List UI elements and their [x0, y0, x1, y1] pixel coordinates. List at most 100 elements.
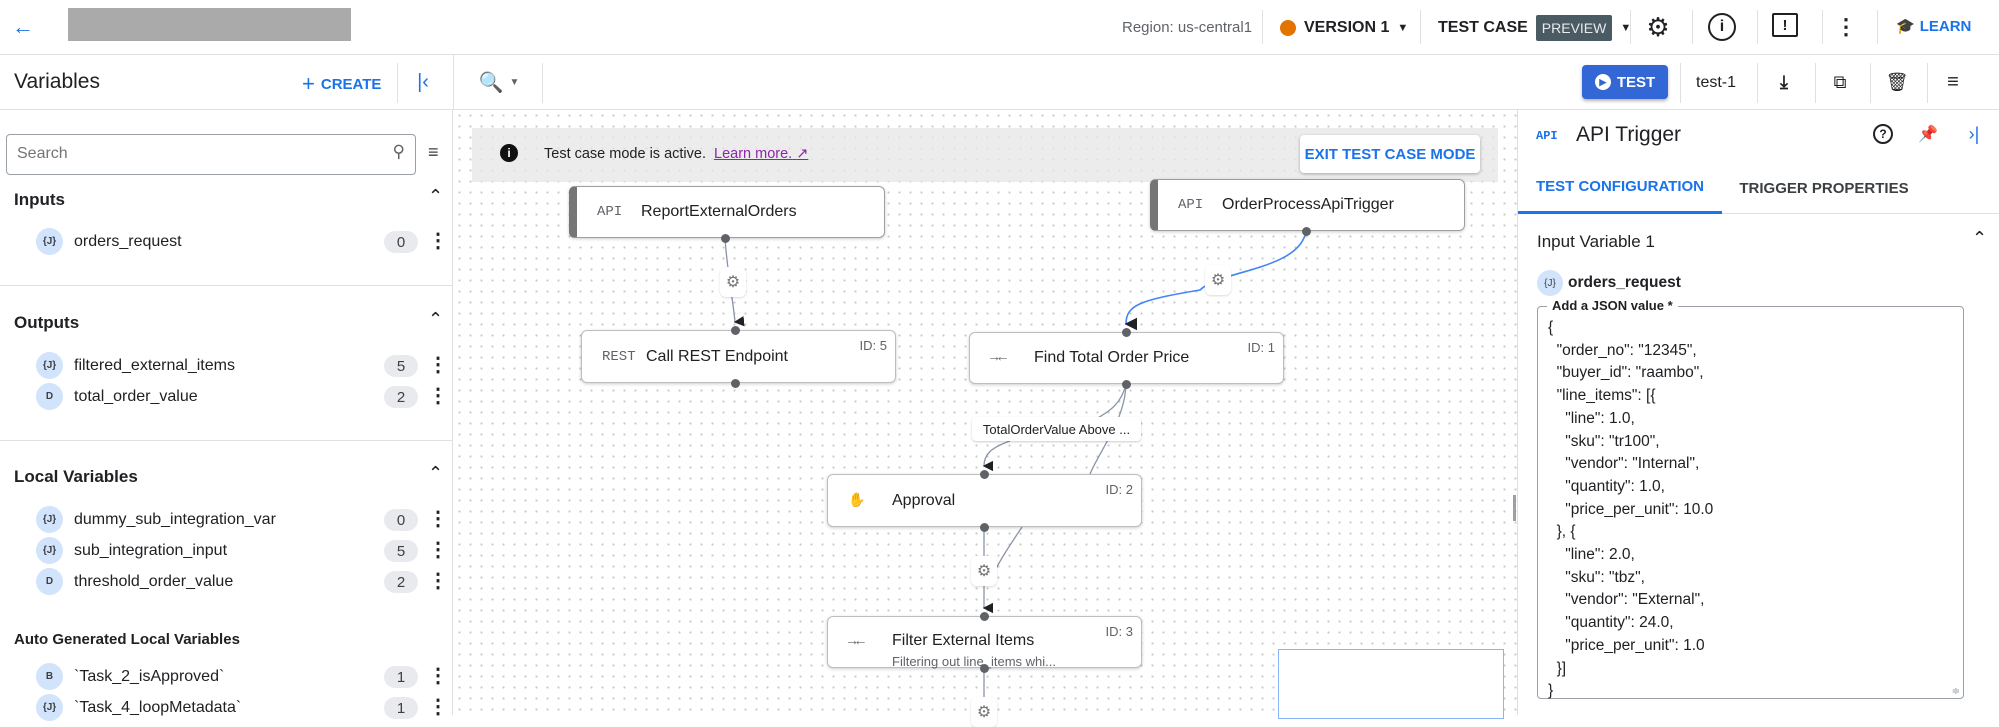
info-icon: i: [500, 144, 518, 162]
create-label: CREATE: [320, 75, 382, 93]
section-header[interactable]: Local Variables: [14, 467, 138, 486]
connector-point[interactable]: [1122, 380, 1131, 389]
test-case-name[interactable]: test-1: [1696, 74, 1737, 91]
chevron-up-icon[interactable]: ⌃: [428, 309, 444, 329]
feedback-icon[interactable]: !: [1772, 13, 1798, 37]
zoom-in-icon: 🔍: [478, 71, 504, 94]
variable-item[interactable]: {J} dummy_sub_integration_var 0 ⋮: [36, 506, 448, 534]
type-badge: {J}: [36, 228, 63, 255]
tab-trigger-properties[interactable]: TRIGGER PROPERTIES: [1739, 179, 1909, 197]
flow-node[interactable]: API ReportExternalOrders: [569, 186, 885, 238]
more-vert-icon[interactable]: ⋮: [428, 570, 448, 592]
learn-more-link[interactable]: Learn more. ↗: [714, 146, 808, 162]
connector-point[interactable]: [980, 470, 989, 479]
more-vert-icon[interactable]: ⋮: [428, 696, 448, 718]
more-vert-icon[interactable]: ⋮: [428, 539, 448, 561]
gear-icon[interactable]: ⚙: [720, 267, 746, 297]
variable-name: total_order_value: [74, 388, 198, 405]
flow-node[interactable]: ✋ Approval ID: 2: [827, 474, 1142, 527]
variable-item[interactable]: {J} orders_request 0 ⋮: [36, 228, 448, 256]
type-badge: {J}: [36, 537, 63, 564]
node-id: ID: 3: [1105, 624, 1133, 639]
create-variable-button[interactable]: + CREATE: [302, 71, 381, 97]
resize-handle-icon[interactable]: ≑: [1951, 686, 1960, 697]
gear-icon[interactable]: ⚙: [1646, 11, 1670, 42]
usage-count: 5: [384, 355, 418, 377]
edge-condition-label[interactable]: TotalOrderValue Above ...: [972, 417, 1141, 441]
delete-icon[interactable]: 🗑: [1885, 71, 1909, 92]
variable-item[interactable]: {J} `Task_4_loopMetadata` 1 ⋮: [36, 694, 448, 722]
search-icon[interactable]: ⚲: [392, 142, 405, 161]
help-icon[interactable]: ?: [1873, 124, 1893, 144]
type-badge: D: [36, 383, 63, 410]
connector-point[interactable]: [980, 664, 989, 673]
list-menu-icon[interactable]: ≡: [1947, 70, 1959, 93]
json-value-text[interactable]: { "order_no": "12345", "buyer_id": "raam…: [1548, 319, 1714, 700]
exit-test-case-mode-button[interactable]: EXIT TEST CASE MODE: [1300, 135, 1480, 173]
connector-point[interactable]: [1302, 227, 1311, 236]
tab-test-configuration[interactable]: TEST CONFIGURATION: [1518, 162, 1722, 214]
section-title: Input Variable 1: [1537, 232, 1655, 251]
filter-sort-icon[interactable]: ≡: [428, 142, 439, 162]
variable-name: threshold_order_value: [74, 573, 234, 590]
more-vert-icon[interactable]: ⋮: [428, 385, 448, 407]
flow-node[interactable]: →← Filter External Items Filtering out l…: [827, 616, 1142, 669]
json-field-label: Add a JSON value *: [1547, 298, 1678, 313]
variable-name: orders_request: [74, 233, 182, 250]
close-panel-icon[interactable]: ›|: [1968, 123, 1980, 144]
flow-node[interactable]: API OrderProcessApiTrigger: [1150, 179, 1465, 231]
chevron-up-icon[interactable]: ⌃: [428, 463, 444, 483]
variable-item[interactable]: B `Task_2_isApproved` 1 ⋮: [36, 663, 448, 691]
learn-more-label: Learn more.: [714, 146, 793, 162]
rest-icon: REST: [602, 348, 636, 365]
connector-point[interactable]: [980, 612, 989, 621]
download-icon[interactable]: ⤓: [1780, 71, 1788, 92]
variable-name: filtered_external_items: [74, 357, 235, 374]
section-header[interactable]: Outputs: [14, 313, 80, 332]
connector-point[interactable]: [1122, 328, 1131, 337]
variables-title: Variables: [14, 70, 100, 93]
zoom-dropdown[interactable]: 🔍▼: [474, 67, 524, 97]
copy-icon[interactable]: ⧉: [1833, 71, 1847, 92]
chevron-up-icon[interactable]: ⌃: [1972, 228, 1988, 248]
node-title: Filter External Items: [892, 632, 1035, 649]
test-button[interactable]: ▶ TEST: [1582, 65, 1668, 99]
variable-name: sub_integration_input: [74, 542, 228, 559]
variable-item[interactable]: D threshold_order_value 2 ⋮: [36, 568, 448, 596]
variable-item[interactable]: {J} filtered_external_items 5 ⋮: [36, 352, 448, 380]
version-dropdown[interactable]: VERSION 1 ▼: [1280, 14, 1408, 42]
learn-button[interactable]: 🎓 LEARN: [1896, 17, 1971, 36]
info-icon[interactable]: i: [1708, 13, 1736, 41]
gear-icon[interactable]: ⚙: [971, 556, 997, 586]
json-value-textarea[interactable]: { "order_no": "12345", "buyer_id": "raam…: [1537, 306, 1964, 699]
gear-icon[interactable]: ⚙: [1205, 265, 1231, 295]
variable-item[interactable]: D total_order_value 2 ⋮: [36, 383, 448, 411]
chevron-up-icon[interactable]: ⌃: [428, 186, 444, 206]
test-label: TEST: [1616, 73, 1656, 91]
test-case-dropdown[interactable]: TEST CASE PREVIEW ▼: [1438, 13, 1631, 43]
panel-resize-handle[interactable]: [1513, 495, 1516, 521]
api-icon: API: [597, 204, 623, 220]
flow-node[interactable]: REST Call REST Endpoint ID: 5: [581, 330, 896, 383]
more-vert-icon[interactable]: ⋮: [428, 665, 448, 687]
section-header[interactable]: Inputs: [14, 190, 65, 209]
connector-point[interactable]: [980, 523, 989, 532]
flow-node[interactable]: →← Find Total Order Price ID: 1: [969, 332, 1284, 384]
connector-point[interactable]: [731, 326, 740, 335]
connector-point[interactable]: [731, 379, 740, 388]
gear-icon[interactable]: ⚙: [971, 697, 997, 727]
more-vert-icon[interactable]: ⋮: [428, 508, 448, 530]
search-field[interactable]: ⚲: [6, 134, 416, 175]
more-vert-icon[interactable]: ⋮: [428, 354, 448, 376]
back-arrow-icon[interactable]: ←: [12, 14, 34, 39]
divider: [0, 440, 453, 441]
connector-point[interactable]: [721, 234, 730, 243]
more-vert-icon[interactable]: ⋮: [428, 230, 448, 252]
collapse-panel-icon[interactable]: |‹: [417, 70, 429, 93]
minimap[interactable]: [1278, 649, 1504, 719]
search-input[interactable]: [17, 135, 357, 172]
pin-icon[interactable]: 📌: [1918, 126, 1938, 143]
usage-count: 1: [384, 666, 418, 688]
variable-item[interactable]: {J} sub_integration_input 5 ⋮: [36, 537, 448, 565]
more-vert-icon[interactable]: ⋮: [1835, 14, 1857, 39]
